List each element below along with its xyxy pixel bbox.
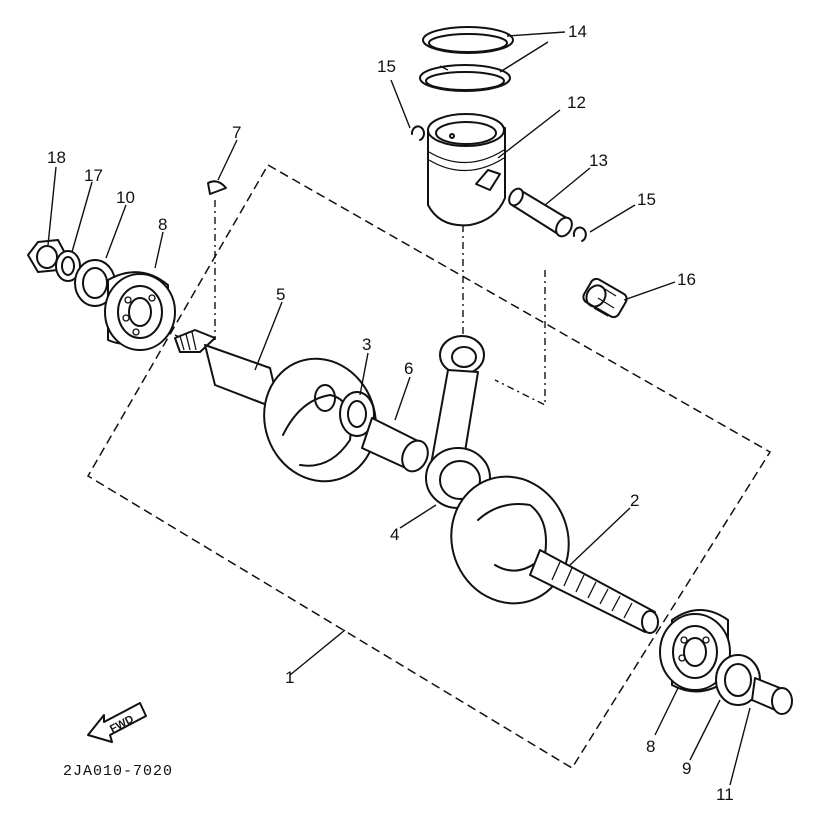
crankshaft-right xyxy=(450,475,659,634)
callout-5: 5 xyxy=(276,285,285,304)
callout-3: 3 xyxy=(362,335,371,354)
callout-11: 11 xyxy=(716,785,734,804)
piston-pin xyxy=(508,187,573,238)
callout-13: 13 xyxy=(589,151,608,170)
crank-pin xyxy=(361,417,429,473)
callout-6: 6 xyxy=(404,359,413,378)
callout-10: 10 xyxy=(116,188,135,207)
callout-18: 18 xyxy=(47,148,66,167)
callout-8-right: 8 xyxy=(646,737,655,756)
connecting-rod xyxy=(425,335,491,509)
callout-9: 9 xyxy=(682,759,691,778)
callout-14: 14 xyxy=(568,22,587,41)
piston xyxy=(427,113,506,227)
fwd-label: FWD xyxy=(108,713,136,735)
callout-2: 2 xyxy=(630,491,639,510)
drawing-code: 2JA010-7020 xyxy=(63,763,173,780)
callout-4: 4 xyxy=(390,525,399,544)
callout-17: 17 xyxy=(84,166,103,185)
fwd-arrow-icon: FWD xyxy=(87,702,147,743)
needle-bearing xyxy=(582,277,628,319)
left-bearing-stack xyxy=(27,239,176,351)
callout-1: 1 xyxy=(285,668,294,687)
callout-labels: 1 2 3 4 5 6 7 8 8 9 10 11 12 13 14 15 15… xyxy=(47,22,734,804)
callout-8-left: 8 xyxy=(158,215,167,234)
crankshaft-left xyxy=(174,329,377,483)
piston-pin-clip xyxy=(410,125,587,242)
assembly-boundary xyxy=(86,163,772,770)
right-bearing-stack xyxy=(659,609,793,715)
crankpin-bearing xyxy=(339,391,375,437)
leader-lines xyxy=(47,31,751,786)
callout-12: 12 xyxy=(567,93,586,112)
callout-7: 7 xyxy=(232,123,241,142)
piston-rings xyxy=(419,26,514,92)
callout-15-top: 15 xyxy=(377,57,396,76)
woodruff-key xyxy=(207,180,227,195)
callout-16: 16 xyxy=(677,270,696,289)
callout-15-right: 15 xyxy=(637,190,656,209)
